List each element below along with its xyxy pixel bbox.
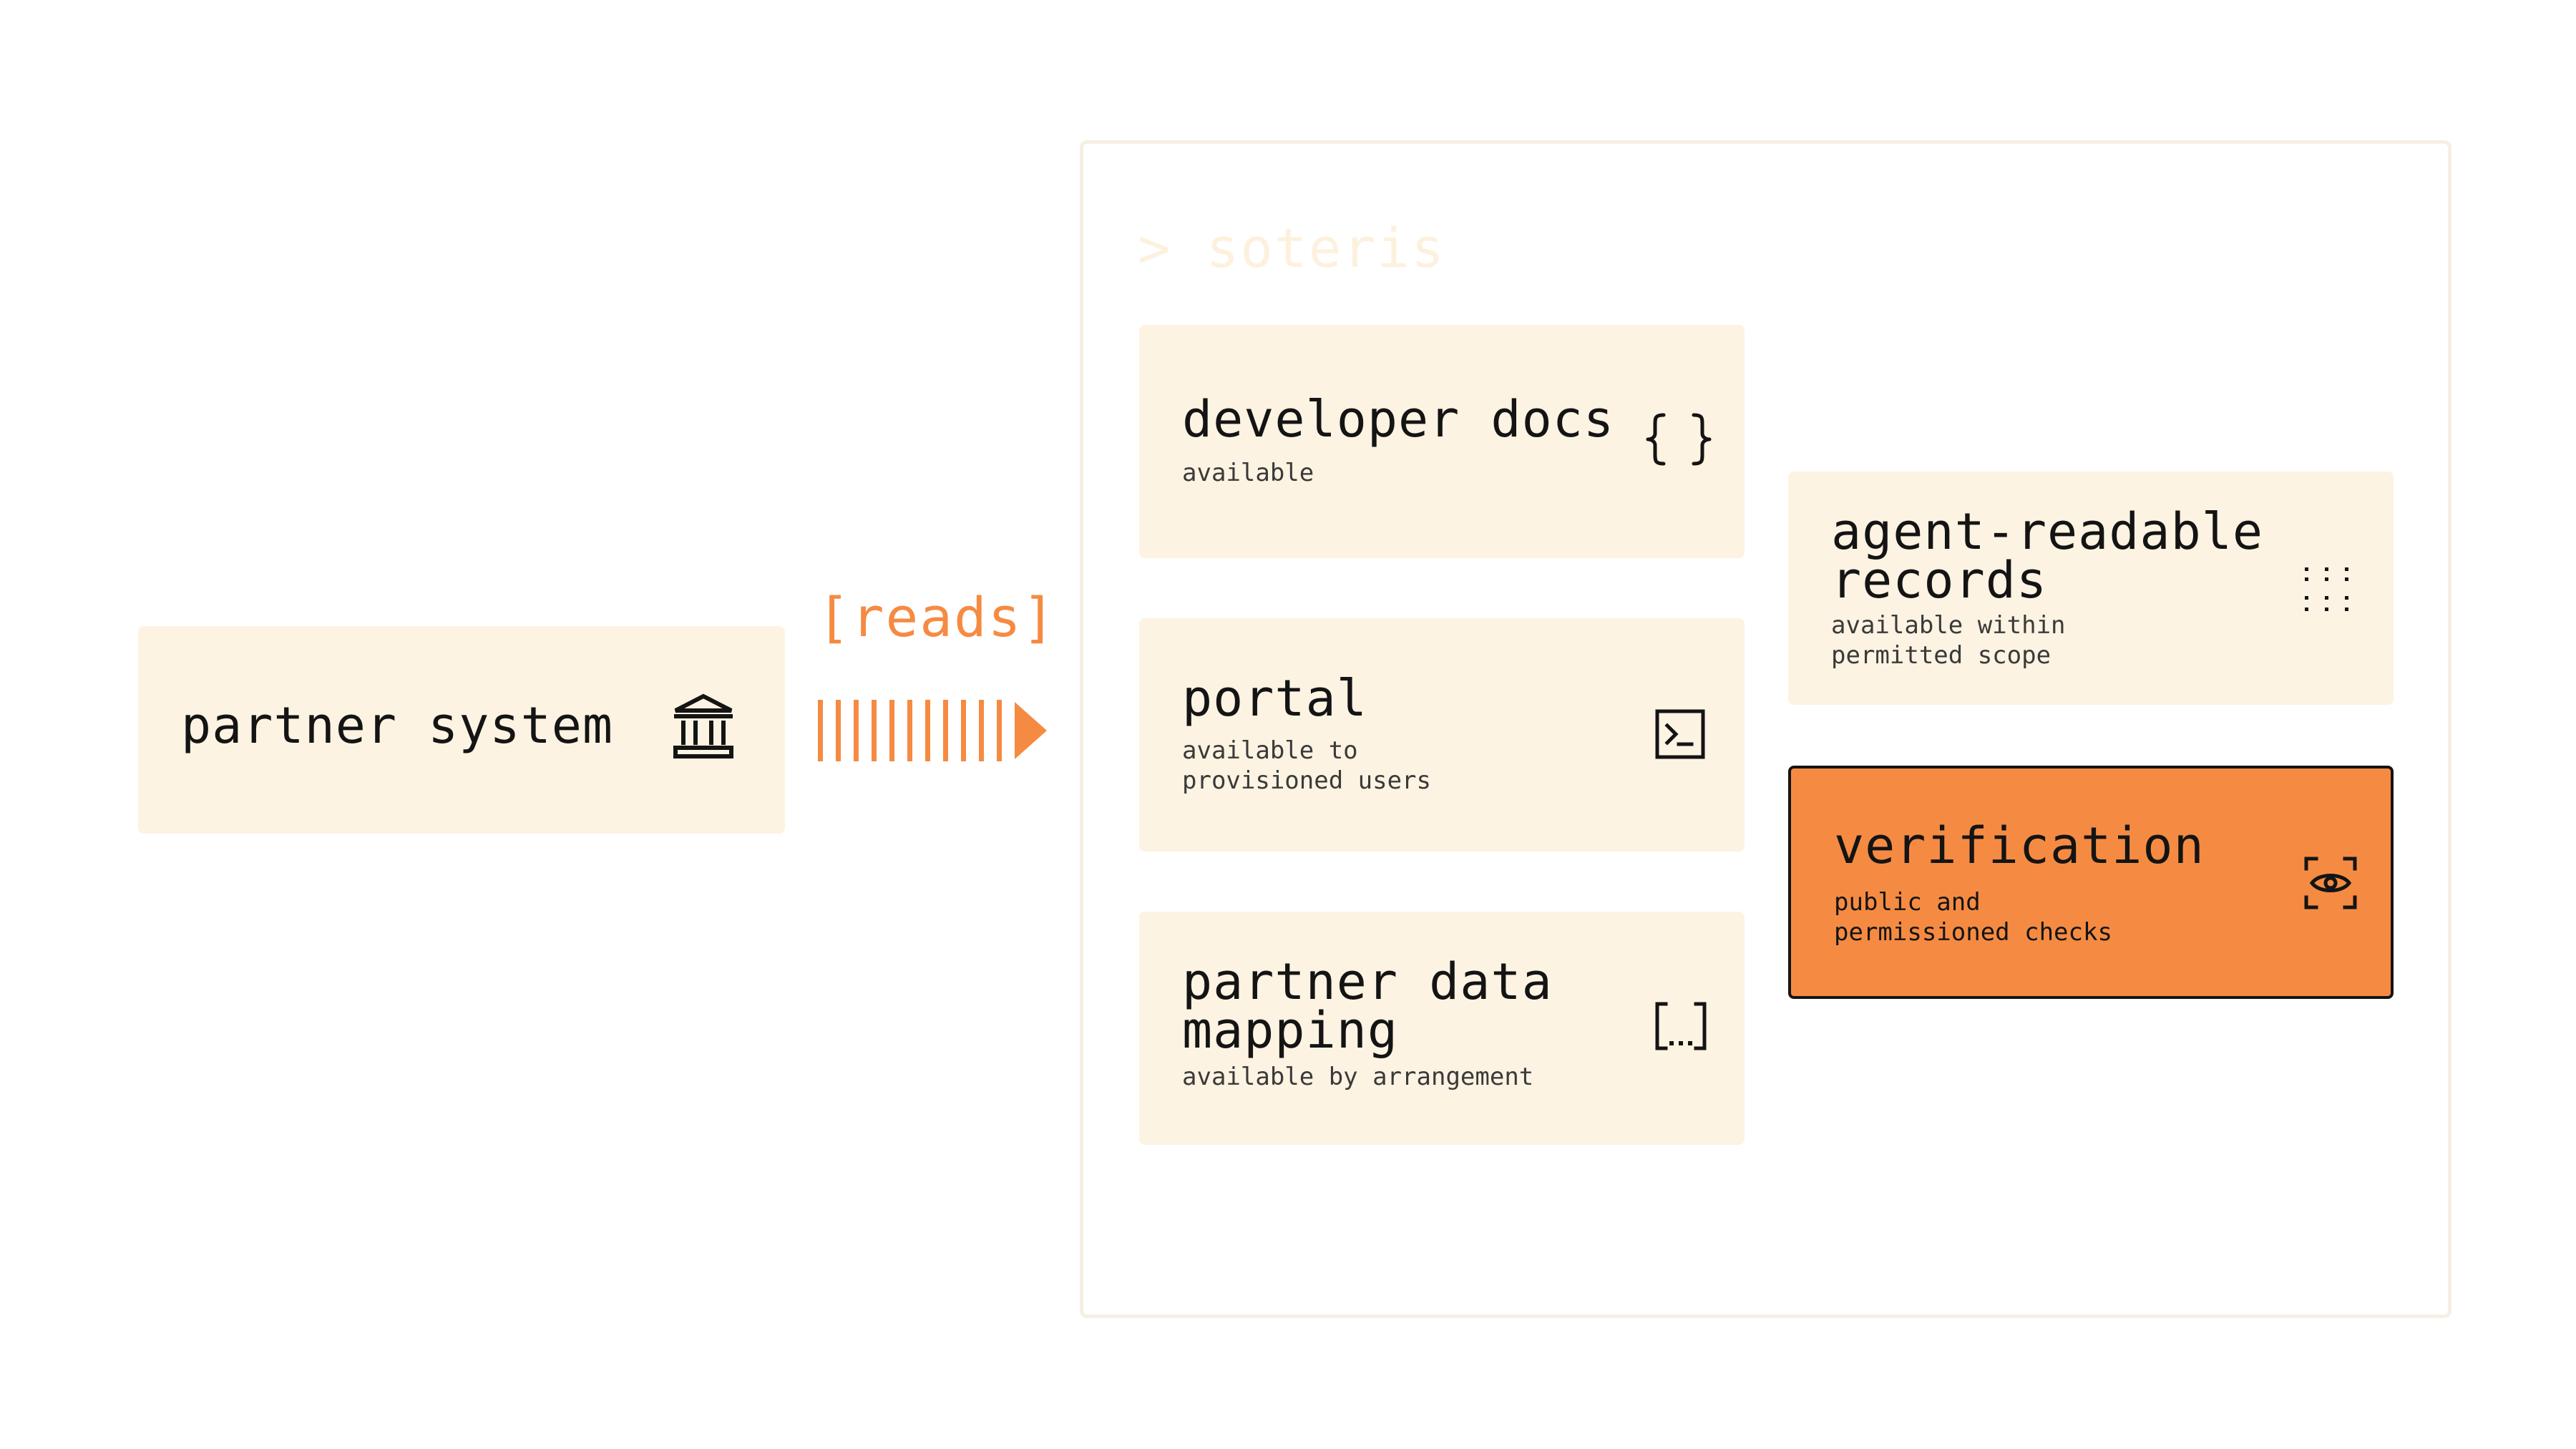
card-subtitle: available by arrangement: [1182, 1063, 1534, 1091]
eye-scan-icon: [2303, 856, 2358, 910]
terminal-icon: [1654, 708, 1706, 760]
card-subtitle: public and permissioned checks: [1834, 888, 2112, 947]
card-subtitle: available within permitted scope: [1831, 611, 2066, 670]
brackets-ellipsis-icon: [1654, 1001, 1707, 1051]
card-title: partner data mapping: [1182, 952, 1553, 1060]
reads-arrow: [818, 700, 1054, 764]
dot-grid-icon: [2303, 566, 2351, 613]
card-portal: portal available to provisioned users: [1139, 618, 1745, 852]
soteris-label: > soteris: [1138, 216, 1445, 280]
card-developer-docs: developer docs available: [1139, 325, 1745, 558]
card-subtitle: available to provisioned users: [1182, 736, 1431, 795]
card-title: verification: [1834, 816, 2205, 875]
curly-braces-icon: [1645, 412, 1712, 467]
card-agent-readable-records: agent-readable records available within …: [1788, 472, 2394, 705]
card-title: portal: [1182, 669, 1367, 728]
card-subtitle: available: [1182, 459, 1314, 487]
bank-icon: [671, 692, 736, 759]
card-title: developer docs: [1182, 390, 1615, 449]
card-verification: verification public and permissioned che…: [1788, 766, 2394, 999]
card-title: agent-readable records: [1831, 502, 2264, 610]
partner-system-title: partner system: [181, 696, 614, 755]
partner-system-node: partner system: [138, 626, 785, 834]
card-partner-data-mapping: partner data mapping available by arrang…: [1139, 912, 1745, 1145]
reads-connector-label: [reads]: [817, 585, 1057, 649]
